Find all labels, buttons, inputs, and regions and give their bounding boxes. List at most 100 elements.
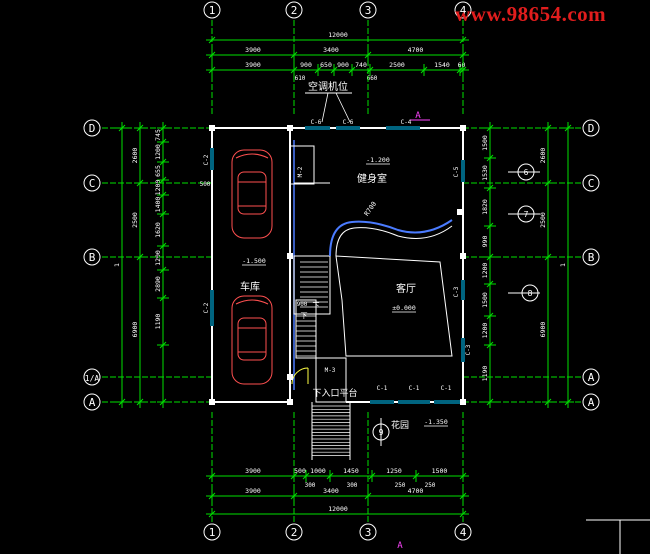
grid-label-bottom: 3 <box>365 526 372 539</box>
dim-left-inner-value: 1200 <box>154 250 162 266</box>
window-tag: C-3 <box>465 344 472 355</box>
dim-top-2-value: 740 <box>355 61 367 69</box>
dim-bottom-2-value: 3900 <box>245 487 261 495</box>
dim-top-3: 610 <box>295 75 306 82</box>
garage-label: 车库 <box>240 280 260 293</box>
window-tag: C-2 <box>203 302 210 313</box>
grid-bubble-left <box>83 368 101 386</box>
dim-bottom-1b: 250 <box>395 482 406 489</box>
grid-label-left: B <box>89 251 96 264</box>
car-cabin <box>237 317 267 361</box>
section-mark-bottom: A <box>397 541 403 551</box>
column <box>287 253 293 259</box>
grid-label-bottom: 4 <box>460 526 467 539</box>
window-tag: C-1 <box>377 385 388 392</box>
dim-right-inner-value: 1200 <box>481 323 489 339</box>
column <box>460 125 466 131</box>
grid-bubble-bottom <box>285 523 303 541</box>
window-tag: C-4 <box>401 119 412 126</box>
window-tag: C-6 <box>343 119 354 126</box>
grid-label-right: B <box>588 251 595 264</box>
dim-top-1-value: 3900 <box>245 46 261 54</box>
door-swing <box>291 367 309 385</box>
grid-label-top: 4 <box>460 4 467 17</box>
dim-right-inner-value: 1190 <box>481 366 489 382</box>
dim-top-total: 12000 <box>328 31 348 39</box>
grid-bubble-left <box>83 119 101 137</box>
dim-left-inner-value: 2890 <box>154 276 162 292</box>
column <box>460 399 466 405</box>
car <box>231 149 273 239</box>
garden-elevation: -1.350 <box>424 418 448 426</box>
watermark: www.98654.com <box>455 2 607 26</box>
grid-bubble-bottom <box>454 523 472 541</box>
dim-right-inner-value: 1820 <box>481 199 489 215</box>
door-tag: M-3 <box>325 367 336 374</box>
dim-left-inner-value: 1200 <box>154 180 162 196</box>
column <box>287 399 293 405</box>
curved-wall-inner <box>335 225 453 257</box>
dim-bottom-2-value: 3400 <box>323 487 339 495</box>
ac-leader <box>321 92 329 123</box>
column <box>457 209 463 215</box>
car-body <box>231 295 273 385</box>
garage-elevation: -1.500 <box>242 257 266 265</box>
grid-label-top: 1 <box>209 4 216 17</box>
dim-left-inner-value: 1620 <box>154 222 162 238</box>
stair-block <box>293 255 331 315</box>
column <box>287 374 293 380</box>
dim-right-mid-value: 2600 <box>539 148 547 164</box>
grid-label-right: C <box>588 177 595 190</box>
grid-bubble-bottom <box>359 523 377 541</box>
grid-label-left: C <box>89 177 96 190</box>
grid-label-bottom: 2 <box>291 526 298 539</box>
dim-top-1-value: 3400 <box>323 46 339 54</box>
room-labels: 空调机位AA健身室-1.200R700车库-1.500客厅±0.000下入口平台… <box>200 80 650 554</box>
car <box>231 295 273 385</box>
window-tag: C-1 <box>441 385 452 392</box>
furniture <box>231 149 273 385</box>
dim-bottom-1-value: 1500 <box>432 467 448 475</box>
window-tag: C-6 <box>311 119 322 126</box>
dim-bottom-1-value: 3900 <box>245 467 261 475</box>
stair-down-label: 下 <box>313 302 320 310</box>
stair-down-label: 下 <box>301 312 308 320</box>
walls <box>209 125 466 460</box>
dim-right-mid-value: 6900 <box>539 322 547 338</box>
dim-right-mid-value: 2500 <box>539 212 547 228</box>
living-elevation: ±0.000 <box>392 304 416 312</box>
dim-bottom-1-value: 1000 <box>310 467 326 475</box>
fitness-elevation: -1.200 <box>366 156 390 164</box>
grid-bubble-bottom <box>203 523 221 541</box>
window-tag: C-3 <box>453 286 460 297</box>
dim-left-mid-value: 6900 <box>131 322 139 338</box>
grid-bubble-top <box>285 1 303 19</box>
grid-label-right: D <box>588 122 595 135</box>
window-tag: C-1 <box>409 385 420 392</box>
dim-top-2-value: 900 <box>300 61 312 69</box>
grid-label-bottom: 1 <box>209 526 216 539</box>
grid-bubble-right <box>582 393 600 411</box>
dim-left-inner-value: 1400 <box>154 197 162 213</box>
grid-bubble-top <box>454 1 472 19</box>
detail-marker-number: 6 <box>524 168 529 177</box>
dim-left-inner-value: 745 <box>154 129 162 141</box>
dim-right-inner-value: 1530 <box>481 165 489 181</box>
door-tag: M-2 <box>297 166 304 177</box>
grid-label-left: D <box>89 122 96 135</box>
column <box>209 125 215 131</box>
grid-bubble-left <box>83 248 101 266</box>
living-room-label: 客厅 <box>396 282 416 295</box>
grid-label-right: A <box>588 396 595 409</box>
car-cabin <box>237 171 267 215</box>
entry-platform-label: 下入口平台 <box>312 387 357 399</box>
ac-machine-label: 空调机位 <box>308 80 348 93</box>
dim-bottom-1-value: 500 <box>294 467 306 475</box>
grid-bubble-left <box>83 393 101 411</box>
car-hood <box>235 299 269 305</box>
dim-bottom-1b: 300 <box>305 482 316 489</box>
grid-bubble-right <box>582 368 600 386</box>
